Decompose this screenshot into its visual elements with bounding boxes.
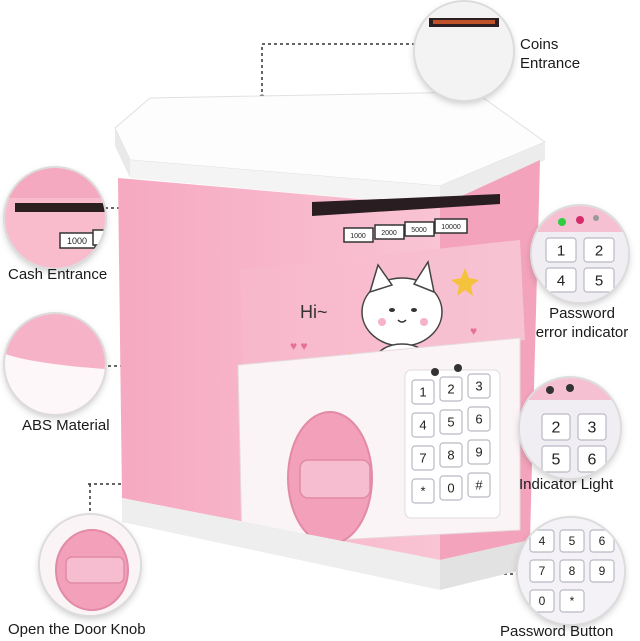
zoom-pwd-3-key-label: 4: [557, 272, 565, 289]
zoom-btn-7-key-label: 0: [539, 594, 546, 608]
zoom-ind-1-key-label: 2: [552, 420, 561, 437]
zoom-pwd-4-key-label: 5: [595, 272, 603, 289]
zoom-pwd-2-key-label: 2: [595, 242, 603, 259]
keypad-5-key-label: 5: [447, 415, 454, 430]
zoom-abs-material: [5, 314, 105, 414]
zoom-btn-7-key[interactable]: [529, 589, 555, 613]
zoom-bill-1000: 1000: [67, 236, 87, 246]
zoom-pwd-1-key-label: 1: [557, 242, 565, 259]
zoom-pwd-2-key[interactable]: [583, 237, 615, 263]
label-abs-material: ABS Material: [22, 417, 110, 434]
keypad-10-key[interactable]: [411, 478, 435, 504]
zoom-btn-1-key-label: 4: [539, 534, 546, 548]
label-password-error-line1: Password: [549, 305, 615, 322]
zoom-password-error: 1 2 4 5: [532, 206, 628, 302]
zoom-btn-6-key[interactable]: [589, 559, 615, 583]
zoom-btn-4-key-label: 7: [539, 564, 546, 578]
keypad-1-key[interactable]: [411, 379, 435, 405]
keypad-4-key-label: 4: [419, 418, 426, 433]
zoom-ind-4-key-label: 6: [588, 452, 597, 469]
zoom-btn-1-key[interactable]: [529, 529, 555, 553]
label-coins-line2: Entrance: [520, 55, 581, 72]
keypad-6-key[interactable]: [467, 406, 491, 432]
bill-label-10000: [434, 218, 468, 234]
label-cash-entrance: Cash Entrance: [8, 266, 108, 283]
zoom-btn-4-key[interactable]: [529, 559, 555, 583]
keypad-10-key-label: *: [420, 484, 425, 499]
zoom-btn-2-key-label: 5: [569, 534, 576, 548]
keypad-6-key-label: 6: [475, 412, 482, 427]
bill-label-1000: [343, 227, 374, 243]
label-coins-line1: Coins: [520, 36, 559, 53]
label-indicator-light: Indicator Light: [519, 476, 614, 493]
zoom-ind-2-key-label: 3: [588, 420, 597, 437]
keypad-8-key-label: 8: [447, 448, 454, 463]
zoom-btn-3-key-label: 6: [599, 534, 606, 548]
bill-label-5000-text: 5000: [411, 227, 427, 234]
svg-text:♥ ♥: ♥ ♥: [290, 339, 308, 353]
keypad-1-key-label: 1: [419, 385, 426, 400]
keypad-4-key[interactable]: [411, 412, 435, 438]
indicator-light-2: [454, 364, 462, 372]
keypad-3-key-label: 3: [475, 379, 482, 394]
zoom-btn-8-key[interactable]: [559, 589, 585, 613]
zoom-btn-3-key[interactable]: [589, 529, 615, 553]
zoom-btn-5-key[interactable]: [559, 559, 585, 583]
label-password-button: Password Button: [500, 623, 614, 640]
label-coins-entrance: Coins Entrance: [520, 35, 580, 73]
zoom-pwd-4-key[interactable]: [583, 267, 615, 293]
keypad-8-key[interactable]: [439, 442, 463, 468]
label-password-error: Password error indicator: [526, 304, 638, 342]
keypad-11-key-label: 0: [447, 481, 454, 496]
zoom-ind-3-key-label: 5: [552, 452, 561, 469]
keypad-11-key[interactable]: [439, 475, 463, 501]
zoom-btn-5-key-label: 8: [569, 564, 576, 578]
keypad-9-key-label: 9: [475, 445, 482, 460]
zoom-ind-3-key[interactable]: [541, 445, 571, 473]
keypad-7-key-label: 7: [419, 451, 426, 466]
zoom-cash: 1000 20: [5, 168, 105, 268]
keypad-2-key-label: 2: [447, 382, 454, 397]
greeting-text: Hi~: [300, 302, 328, 322]
zoom-ind-2-key[interactable]: [577, 413, 607, 441]
label-password-error-line2: error indicator: [535, 324, 629, 341]
svg-text:♥: ♥: [470, 324, 477, 338]
bill-label-5000: [404, 221, 435, 237]
bill-label-1000-text: 1000: [350, 233, 366, 240]
leader-coins: [261, 43, 415, 98]
zoom-password-button: 4 5 6 7 8 9 0 *: [518, 518, 624, 624]
bill-label-2000-text: 2000: [381, 230, 397, 237]
zoom-btn-6-key-label: 9: [599, 564, 606, 578]
zoom-pwd-3-key[interactable]: [545, 267, 577, 293]
zoom-bill-20: 20: [101, 233, 105, 243]
keypad-7-key[interactable]: [411, 445, 435, 471]
cash-slot: [312, 194, 500, 216]
zoom-coins: [415, 2, 513, 100]
keypad-2-key[interactable]: [439, 376, 463, 402]
zoom-pwd-1-key[interactable]: [545, 237, 577, 263]
bill-label-10000-text: 10000: [441, 224, 461, 231]
zoom-btn-2-key[interactable]: [559, 529, 585, 553]
keypad-5-key[interactable]: [439, 409, 463, 435]
zoom-indicator: 2 3 5 6: [520, 378, 620, 478]
keypad-3-key[interactable]: [467, 373, 491, 399]
keypad-9-key[interactable]: [467, 439, 491, 465]
zoom-knob: [40, 515, 140, 615]
zoom-btn-8-key-label: *: [570, 594, 575, 608]
keypad-12-key[interactable]: [467, 472, 491, 498]
label-door-knob: Open the Door Knob: [8, 621, 146, 638]
zoom-ind-1-key[interactable]: [541, 413, 571, 441]
zoom-ind-4-key[interactable]: [577, 445, 607, 473]
keypad-12-key-label: #: [475, 478, 483, 493]
indicator-light-1: [431, 368, 439, 376]
bill-label-2000: [374, 224, 405, 240]
